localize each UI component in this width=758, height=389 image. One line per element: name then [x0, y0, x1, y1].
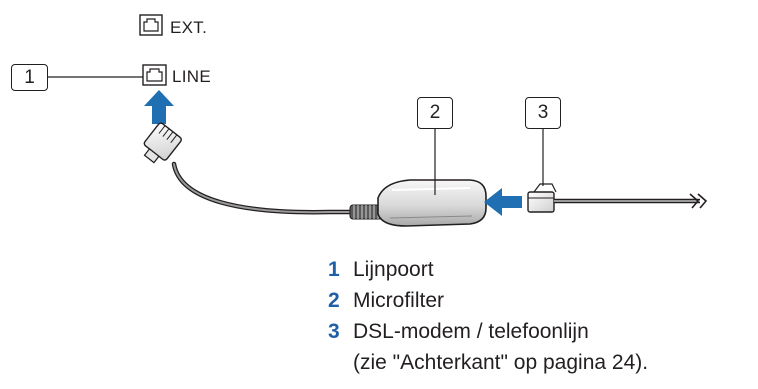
ext-port-icon [139, 14, 163, 36]
rj11-plug-dsl-side [527, 183, 557, 213]
legend-number: 1 [328, 258, 340, 281]
legend-text-block: DSL-modem / telefoonlijn (zie "Achterkan… [353, 316, 753, 378]
legend-text: DSL-modem / telefoonlijn [353, 320, 589, 343]
cable-break-icon [689, 193, 708, 209]
connection-diagram [48, 14, 708, 227]
legend-number: 3 [328, 320, 340, 343]
up-arrow-icon [144, 90, 174, 124]
callout-1: 1 [11, 64, 48, 91]
legend-text: Lijnpoort [353, 258, 434, 281]
legend-note: (zie "Achterkant" op pagina 24). [353, 351, 649, 374]
legend-item: 1 Lijnpoort [328, 254, 753, 285]
ext-port-label: EXT. [170, 18, 208, 37]
legend-item: 3 DSL-modem / telefoonlijn (zie "Achterk… [328, 316, 753, 378]
callout-3: 3 [525, 97, 561, 129]
line-port-icon [142, 64, 167, 86]
left-arrow-icon [484, 188, 522, 216]
legend-item: 2 Microfilter [328, 285, 753, 316]
microfilter-device [377, 179, 487, 227]
line-port-label: LINE [172, 67, 211, 86]
legend-text: Microfilter [353, 289, 445, 312]
phone-cable-left [171, 161, 375, 215]
rj11-plug-line-side [143, 122, 182, 164]
callout-2: 2 [417, 97, 453, 129]
legend-number: 2 [328, 289, 340, 312]
legend-list: 1 Lijnpoort 2 Microfilter 3 DSL-modem / … [328, 254, 753, 378]
